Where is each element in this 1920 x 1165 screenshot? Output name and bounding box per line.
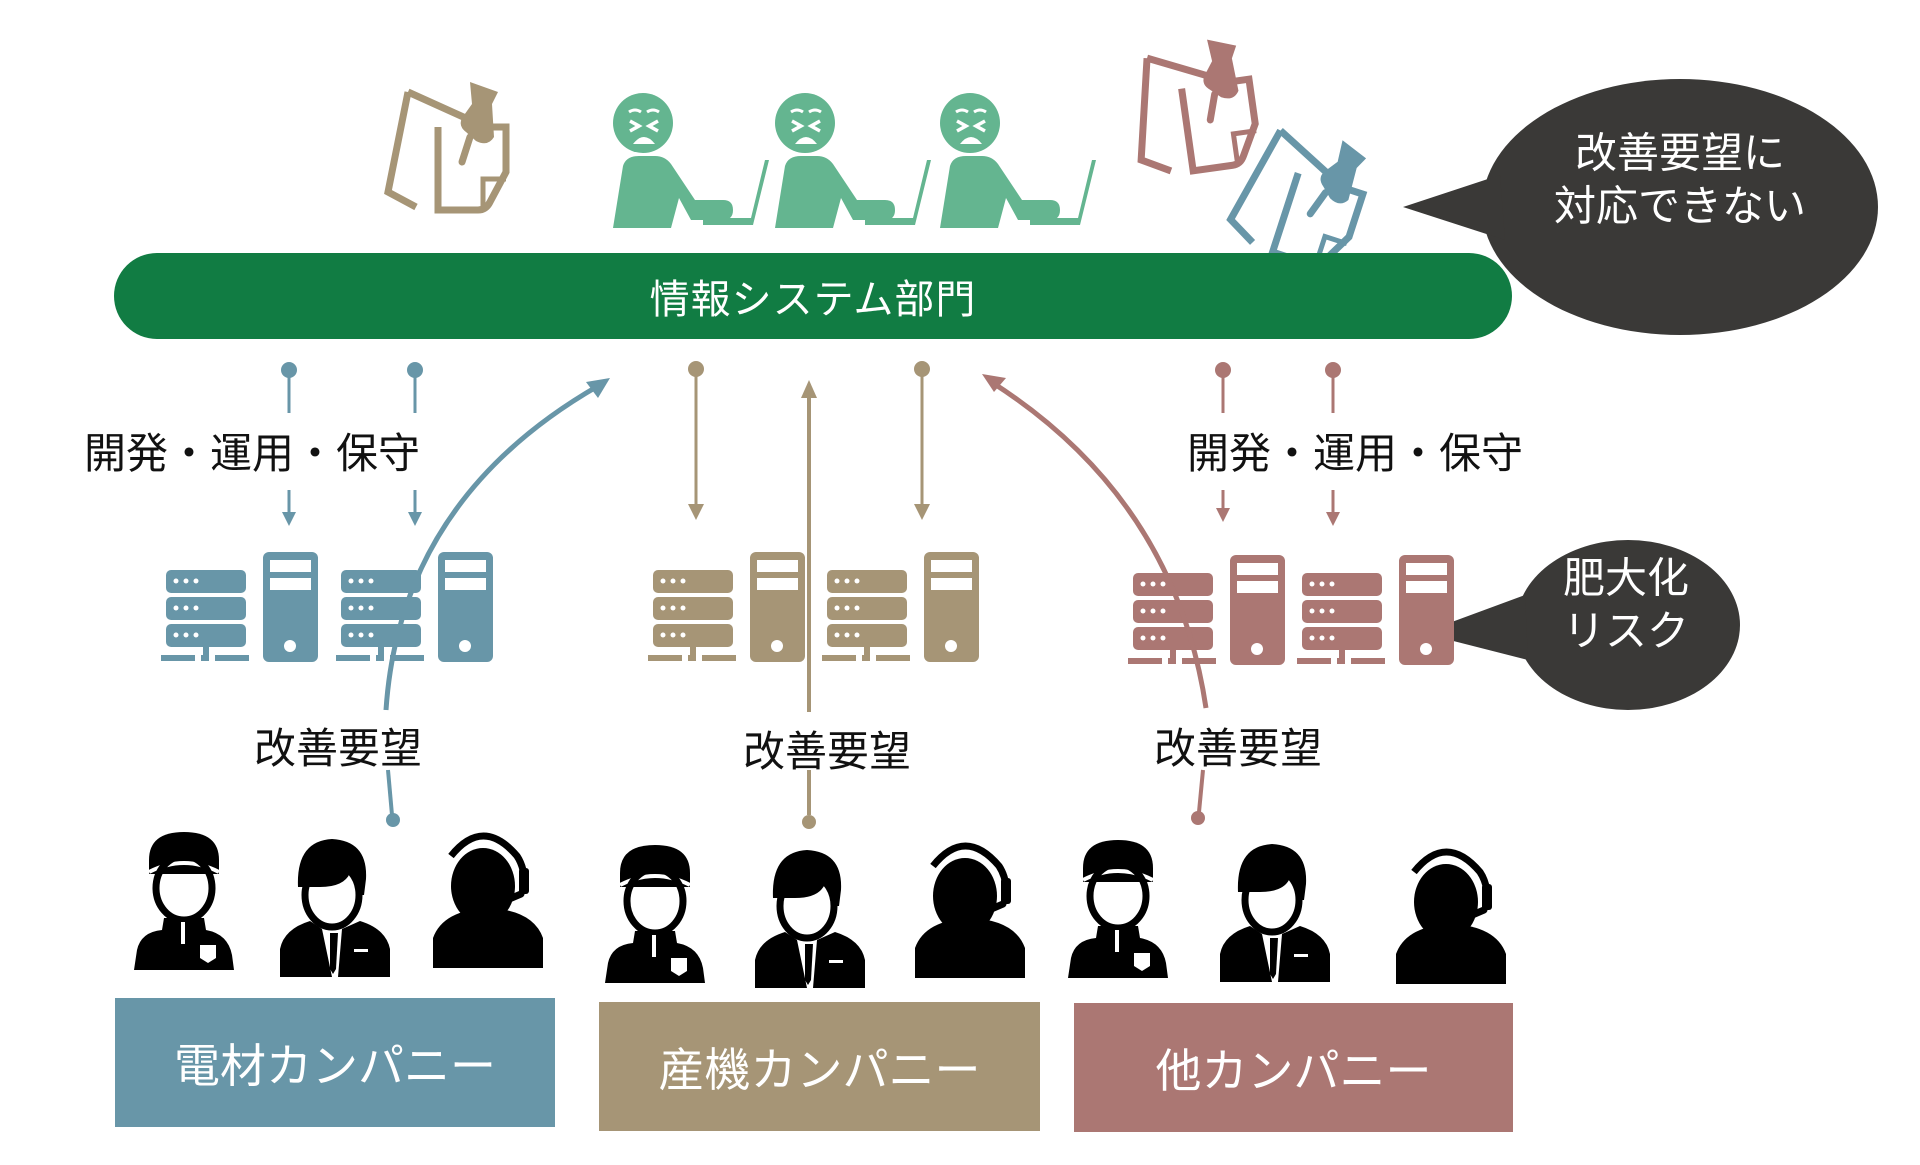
dev-ops-connectors-blue: [281, 362, 423, 526]
dev-ops-label-left: 開発・運用・保守: [83, 429, 421, 478]
risk-bubble-line1: 肥大化: [1562, 553, 1690, 603]
operator-icon: [915, 846, 1025, 978]
risk-bubble-line2: リスク: [1562, 606, 1690, 655]
businessman-icon: [280, 839, 390, 977]
server-icon: [336, 552, 493, 662]
company-name-other: 他カンパニー: [1155, 1043, 1432, 1098]
sticky-note-icon: [388, 82, 506, 210]
businessman-icon: [1220, 844, 1330, 982]
it-department-label: 情報システム部門: [649, 277, 977, 323]
company-name-sanki: 産機カンパニー: [658, 1042, 981, 1097]
server-icon: [648, 552, 805, 662]
server-icon: [822, 552, 979, 662]
frustrated-worker-icon: [773, 91, 933, 230]
frustrated-worker-icon: [938, 91, 1098, 230]
server-icon: [1297, 555, 1454, 665]
operator-icon: [1396, 852, 1506, 984]
field-worker-icon: [605, 845, 705, 983]
field-worker-icon: [134, 832, 234, 970]
risk-bubble-text: 肥大化 リスク: [1563, 553, 1689, 658]
main-bubble-text: 改善要望に 対応できない: [1554, 128, 1806, 233]
frustrated-worker-icon: [611, 91, 771, 230]
request-label-tan: 改善要望: [742, 727, 912, 776]
request-arrow-blue: [383, 378, 610, 827]
company-box-denzai: 電材カンパニー: [115, 998, 555, 1127]
request-arrow-tan: [801, 380, 817, 829]
dev-ops-connectors-tan: [688, 361, 930, 520]
dev-ops-label-right: 開発・運用・保守: [1186, 429, 1524, 478]
sticky-note-icon: [1126, 35, 1261, 178]
dev-ops-connectors-rose: [1215, 362, 1341, 526]
company-box-sanki: 産機カンパニー: [599, 1002, 1040, 1131]
main-bubble-line2: 対応できない: [1553, 181, 1807, 230]
server-icon: [1128, 555, 1285, 665]
field-worker-icon: [1068, 840, 1168, 978]
request-arrow-rose: [982, 374, 1209, 825]
request-label-blue: 改善要望: [253, 724, 423, 773]
company-name-denzai: 電材カンパニー: [174, 1038, 496, 1093]
request-label-rose: 改善要望: [1153, 724, 1323, 773]
company-box-other: 他カンパニー: [1074, 1003, 1513, 1132]
operator-icon: [433, 836, 543, 968]
speech-bubble-main: [1403, 79, 1878, 335]
server-icon: [161, 552, 318, 662]
it-department-bar: 情報システム部門: [114, 253, 1512, 339]
main-bubble-line1: 改善要望に: [1574, 128, 1786, 178]
businessman-icon: [755, 850, 865, 988]
speech-bubble-risk: [1422, 540, 1740, 710]
